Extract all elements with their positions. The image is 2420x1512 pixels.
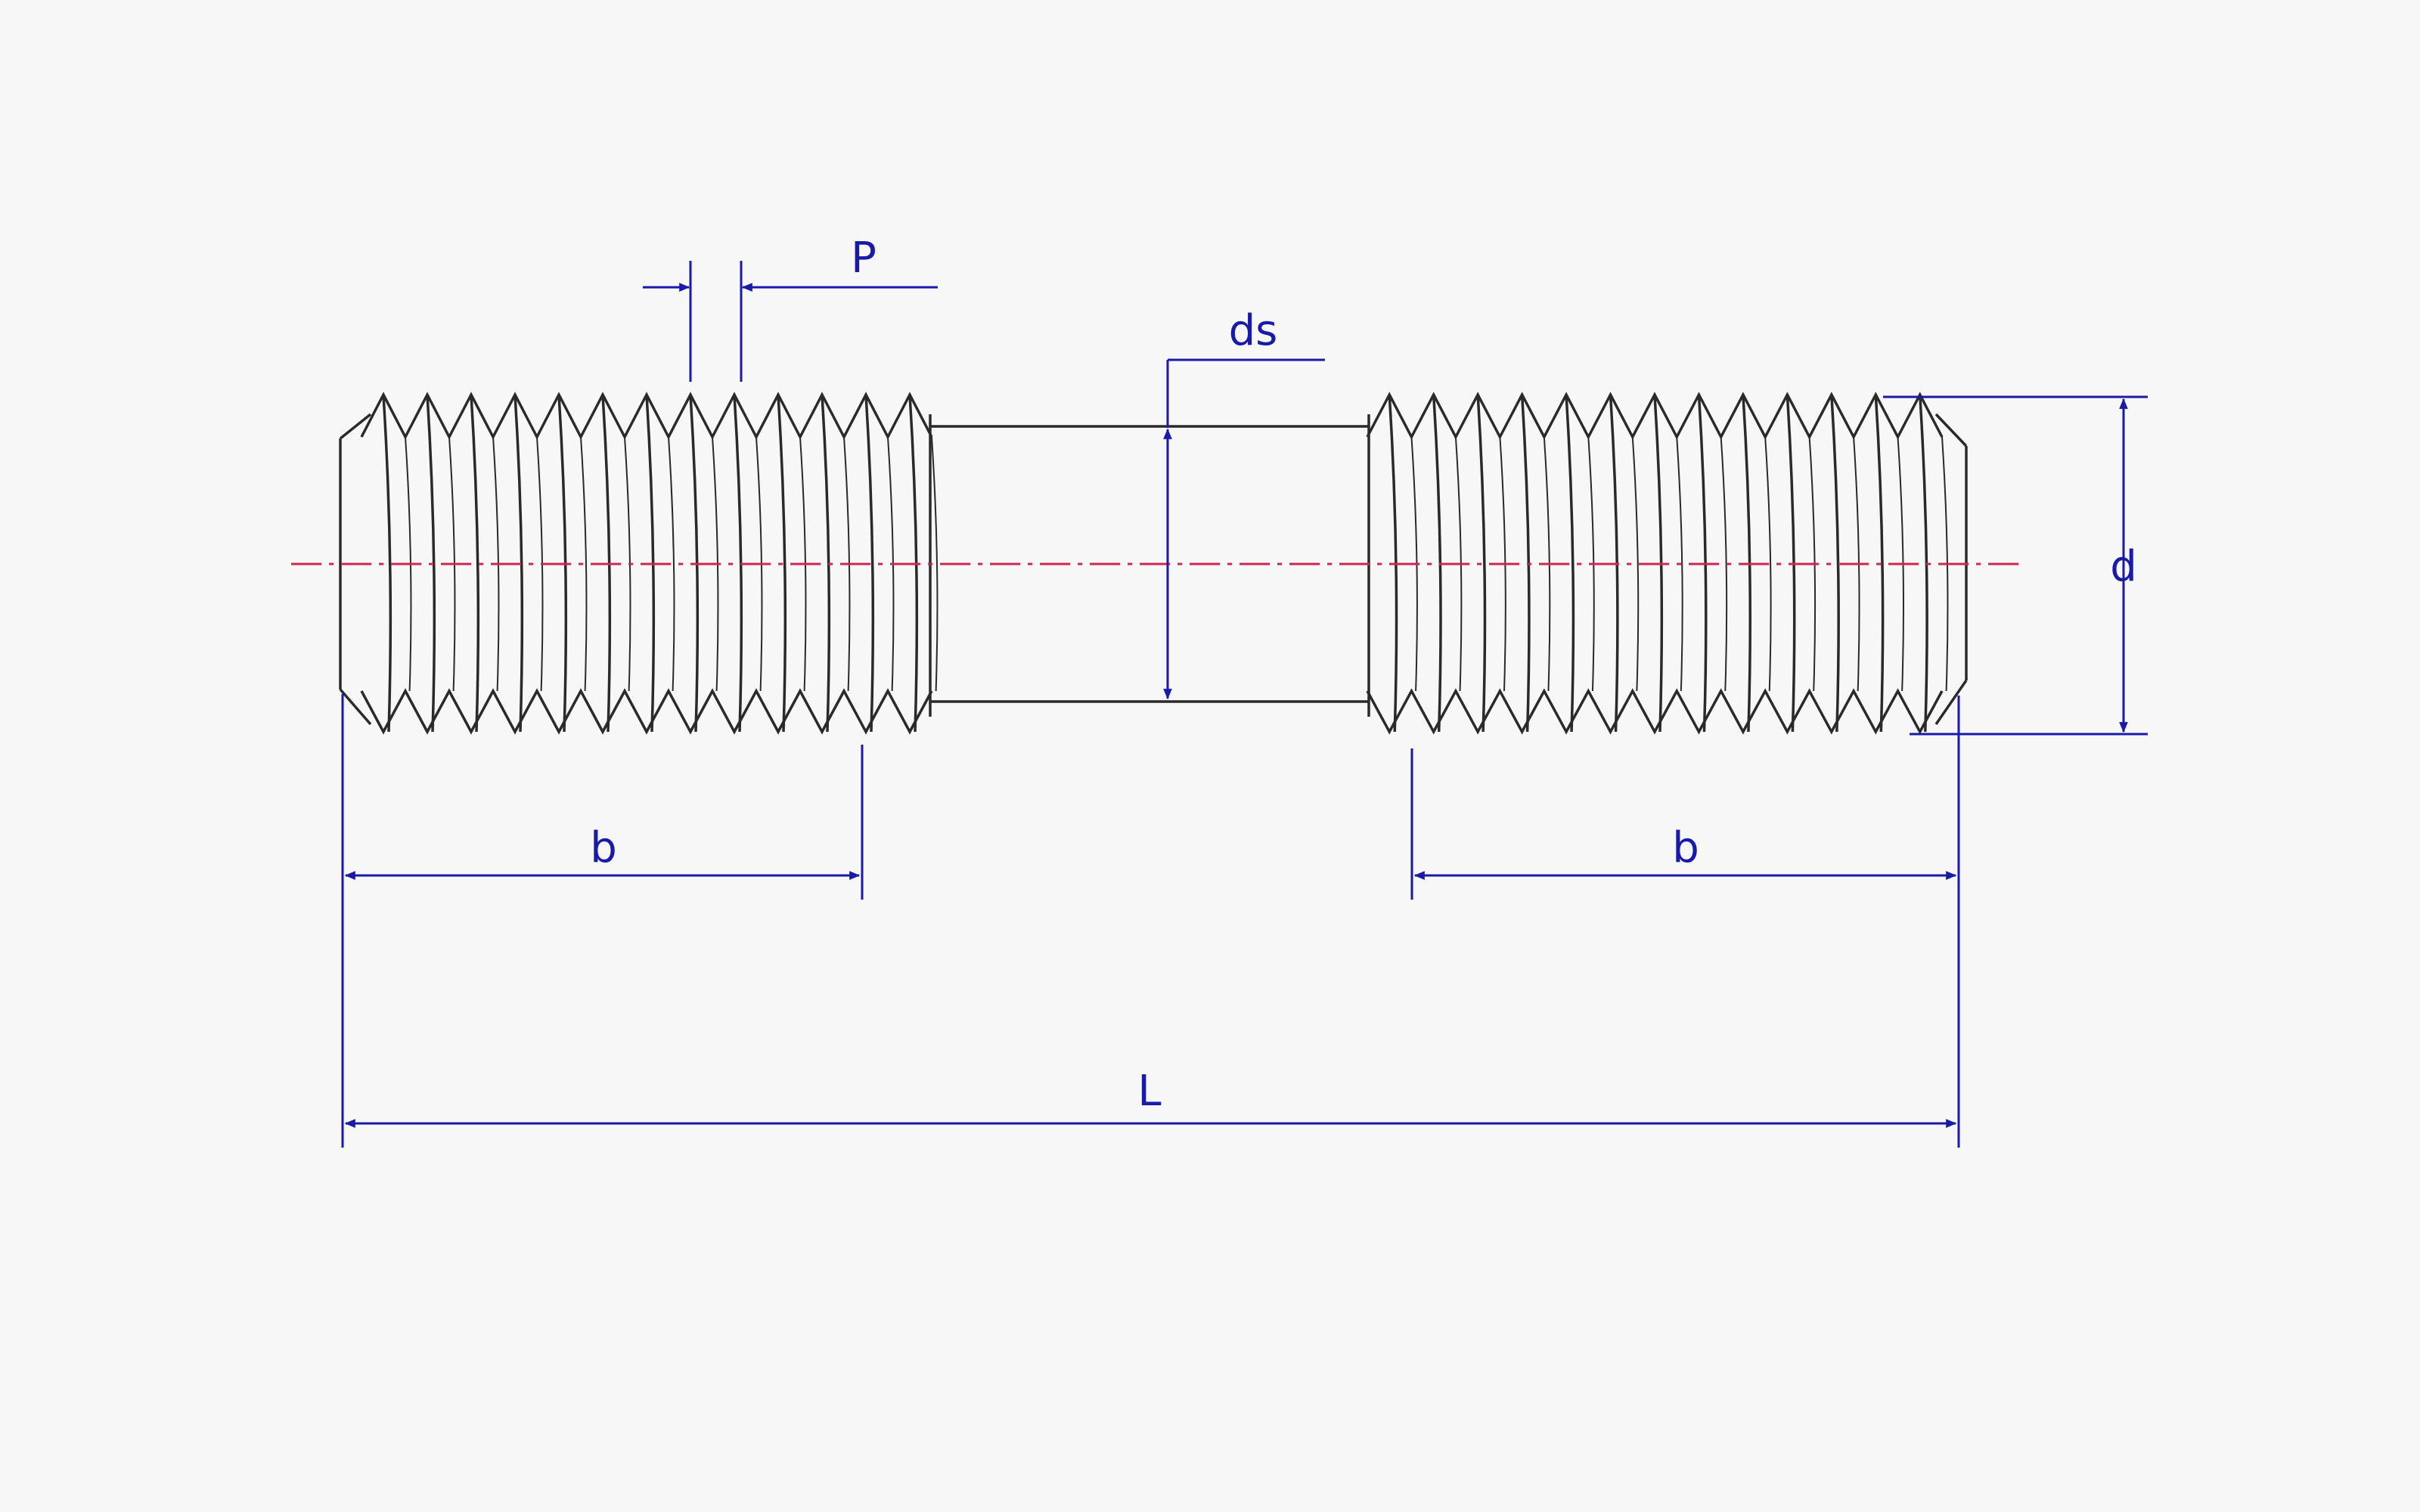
thread-bottom-profile xyxy=(360,688,933,735)
thread-root-line xyxy=(931,436,939,692)
pitch-label: P xyxy=(851,234,876,283)
b-left-label: b xyxy=(590,823,617,872)
d-label: d xyxy=(2110,542,2137,591)
thread-root-line xyxy=(1676,436,1683,692)
thread-flank-line xyxy=(470,394,480,733)
thread-flank-line xyxy=(382,394,392,733)
thread-flank-line xyxy=(1565,394,1575,733)
thread-flank-line xyxy=(1919,394,1928,733)
thread-flank-line xyxy=(1830,394,1840,733)
thread-root-line xyxy=(1764,436,1772,692)
thread-flank-line xyxy=(864,394,875,733)
right-thread-section xyxy=(1366,392,1968,735)
shank xyxy=(929,414,1370,717)
b-right-label: b xyxy=(1672,823,1699,872)
right-chamfer xyxy=(1934,413,1968,725)
thread-bottom-profile xyxy=(1366,688,1944,735)
thread-flank-line xyxy=(426,394,436,733)
thread-root-line xyxy=(1631,436,1640,692)
l-label: L xyxy=(1137,1067,1161,1116)
left-chamfer xyxy=(339,413,372,726)
thread-flank-line xyxy=(1476,394,1487,733)
thread-flank-line xyxy=(733,394,743,733)
dimension-lines xyxy=(341,261,2148,1148)
thread-root-line xyxy=(668,436,675,692)
thread-flank-line xyxy=(1874,394,1885,733)
thread-flank-line xyxy=(777,394,787,733)
thread-root-line xyxy=(1720,436,1728,692)
thread-flank-line xyxy=(513,394,524,733)
ds-label: ds xyxy=(1229,306,1278,355)
thread-flank-line xyxy=(821,394,831,733)
thread-root-line xyxy=(580,436,588,692)
